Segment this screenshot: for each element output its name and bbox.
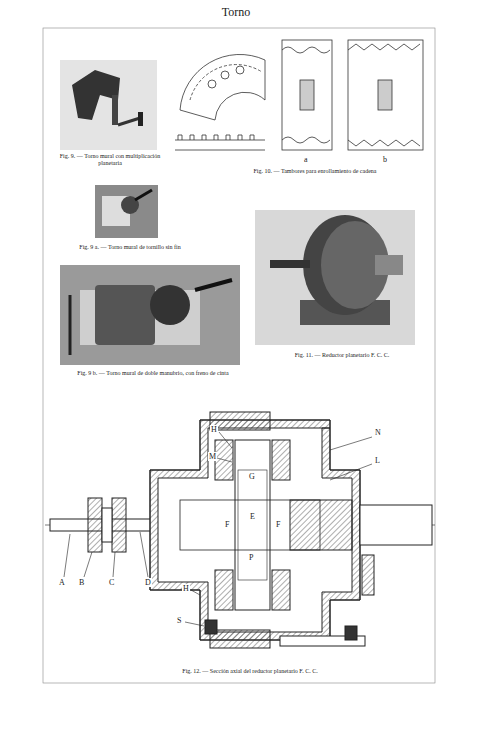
callout-letter: S bbox=[176, 616, 182, 625]
wall-winch-photo bbox=[60, 60, 157, 150]
figure-caption: Fig. 11. — Reductor planetario F. C. C. bbox=[262, 352, 422, 359]
callout-letter: A bbox=[58, 578, 66, 587]
reducer-section-drawing bbox=[45, 412, 435, 648]
chain-drums-drawing bbox=[175, 40, 423, 150]
callout-letter: F bbox=[275, 520, 281, 529]
callout-letter: M bbox=[208, 452, 217, 461]
planetary-reducer-photo bbox=[255, 210, 415, 345]
worm-winch-photo bbox=[95, 185, 158, 238]
callout-letter: L bbox=[374, 456, 381, 465]
figure-caption: Fig. 10. — Tambores para enrollamiento d… bbox=[200, 168, 430, 175]
figure-letter: b bbox=[382, 155, 388, 164]
callout-letter: D bbox=[144, 578, 152, 587]
callout-letter: H bbox=[182, 584, 190, 593]
callout-letter: F bbox=[224, 520, 230, 529]
figure-caption: Fig. 9 b. — Torno mural de doble manubri… bbox=[58, 370, 248, 377]
callout-letter: P bbox=[248, 553, 254, 562]
callout-letter: B bbox=[78, 578, 85, 587]
frame bbox=[43, 28, 435, 683]
figure-caption: Fig. 9 a. — Torno mural de tornillo sin … bbox=[70, 244, 190, 251]
callout-letter: E bbox=[249, 512, 256, 521]
figure-caption: Fig. 12. — Sección axial del reductor pl… bbox=[130, 668, 370, 675]
callout-letter: C bbox=[108, 578, 115, 587]
figure-letter: a bbox=[303, 155, 309, 164]
figure-caption: Fig. 9. — Torno mural con multiplicación… bbox=[58, 153, 162, 167]
callout-letter: H bbox=[210, 425, 218, 434]
callout-letter: G bbox=[248, 472, 256, 481]
double-crank-winch-photo bbox=[60, 265, 240, 365]
callout-letter: N bbox=[374, 428, 382, 437]
page-title: Torno bbox=[0, 6, 476, 20]
